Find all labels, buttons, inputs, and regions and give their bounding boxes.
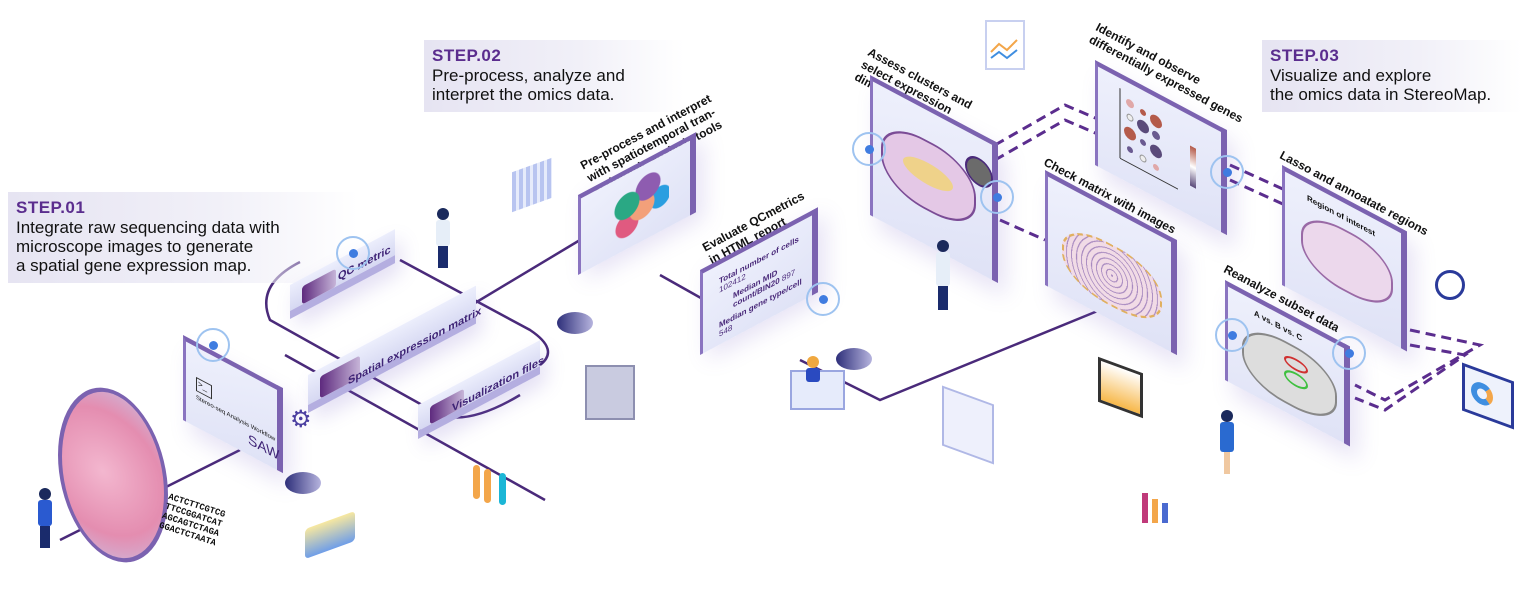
brain-section-image (881, 115, 976, 237)
scientist-figure (436, 208, 450, 268)
step-description: the omics data in StereoMap. (1270, 85, 1492, 104)
step-description: a spatial gene expression map. (16, 256, 252, 275)
step-description: microscope images to generate (16, 237, 254, 256)
step-number: STEP.01 (16, 198, 86, 217)
step-03-label: STEP.03 Visualize and explore the omics … (1262, 40, 1522, 112)
gear-icon: ⚙ (290, 406, 312, 433)
signal-icon (1215, 318, 1249, 352)
step-description: Pre-process, analyze and (432, 66, 625, 85)
dot-plot-panel (1095, 60, 1227, 236)
signal-icon (336, 236, 370, 270)
signal-icon (1210, 155, 1244, 189)
step-description: Visualize and explore (1270, 66, 1432, 85)
test-tubes-icon (465, 465, 515, 510)
dashed-connector (1354, 343, 1469, 412)
dashed-connector (1229, 178, 1286, 207)
dot-plot (1119, 88, 1196, 190)
analyst-figure (806, 356, 820, 382)
step-description: Integrate raw sequencing data with (16, 218, 280, 237)
signal-icon (852, 132, 886, 166)
step-description: interpret the omics data. (432, 85, 615, 104)
step-01-label: STEP.01 Integrate raw sequencing data wi… (8, 192, 358, 283)
server-rack-icon (585, 365, 635, 420)
step-badge-icon (557, 312, 593, 334)
connector-line (399, 258, 550, 366)
step-badge-icon (836, 348, 872, 370)
dashed-connector (994, 118, 1101, 162)
scientist-figure (936, 240, 950, 310)
signal-icon (1332, 336, 1366, 370)
dashed-connector (1229, 163, 1286, 192)
bar-chart-icon (1140, 485, 1176, 523)
step-number: STEP.02 (432, 46, 502, 65)
dashed-connector (994, 103, 1101, 147)
step-number: STEP.03 (1270, 46, 1340, 65)
signal-icon (196, 328, 230, 362)
dashed-connector (1354, 328, 1485, 402)
step-02-label: STEP.02 Pre-process, analyze and interpr… (424, 40, 684, 112)
scientist-figure (38, 488, 52, 548)
dashed-connector (999, 218, 1046, 242)
step-badge-icon (285, 472, 321, 494)
signal-icon (806, 282, 840, 316)
scientist-figure (1220, 410, 1234, 474)
refresh-icon (1435, 270, 1465, 300)
chart-board-icon (985, 20, 1025, 70)
signal-icon (980, 180, 1014, 214)
